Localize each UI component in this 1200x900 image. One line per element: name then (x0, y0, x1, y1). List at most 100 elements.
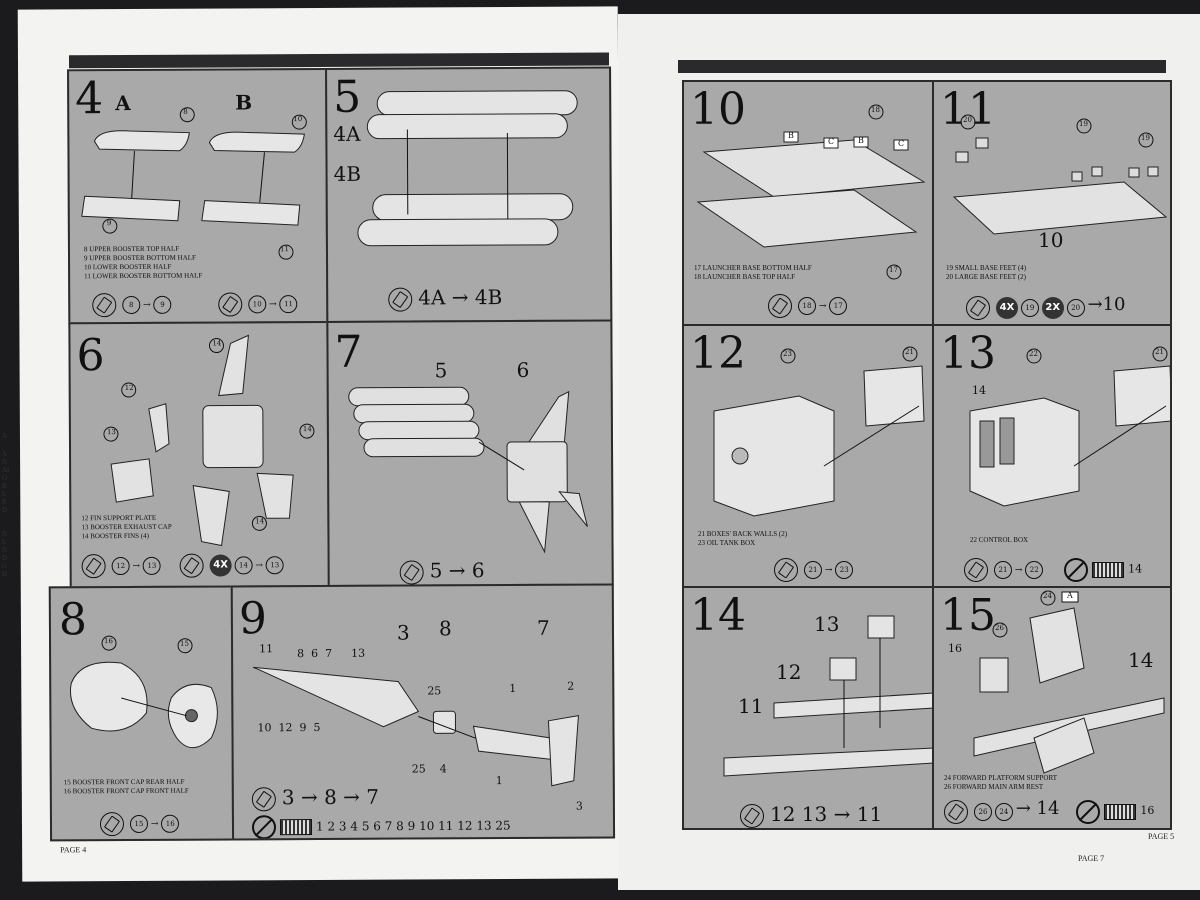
tag-b: B (788, 131, 794, 140)
glue-icon (81, 554, 106, 579)
callout-19b: 19 (1141, 134, 1150, 142)
callout-26: 26 (995, 624, 1004, 632)
step-8-panel: 8 16 15 15 BOOSTER FRONT CAP REAR HALF 1… (48, 585, 235, 842)
part-label-8b: 8 (438, 616, 452, 641)
step-number: 14 (690, 590, 746, 641)
part-label-3: 3 (396, 620, 410, 645)
glue-icon (966, 295, 990, 320)
parts-legend: 24 FORWARD PLATFORM SUPPORT 26 FORWARD M… (944, 774, 1057, 791)
right-instruction-page: 10 B C B C 18 17 17 LAUNCHER BASE BOTTOM… (618, 14, 1200, 890)
callout-14b: 13 (106, 428, 116, 437)
step-5-panel: 5 4A 4B 4A → 4B (325, 66, 613, 323)
step-9-panel: 9 11 8 6 7 13 3 8 7 25 1 2 10 12 9 5 25 … (230, 583, 616, 841)
tag-c: C (828, 137, 835, 146)
glue-icon (251, 786, 276, 811)
step-13-panel: 13 14 22 21 22 CONTROL BOX 21 → 22 14 (932, 324, 1172, 588)
no-glue-icon (1064, 558, 1089, 582)
part-label-7: 7 (325, 646, 333, 660)
page-number-bottom: PAGE 7 (1078, 854, 1105, 863)
no-glue-icon (251, 815, 277, 840)
booster-halves-drawing (81, 107, 307, 260)
assembly-flow: 4A → 4B (388, 285, 502, 312)
launcher-assembly-drawing (723, 615, 932, 777)
big-label-10: 10 (1038, 228, 1064, 252)
glue-icon (740, 803, 764, 828)
multiplier-badge: 4X (209, 554, 232, 577)
callout-24: 24 (1043, 592, 1052, 600)
part-label-25: 25 (427, 684, 442, 698)
tag-c2: C (898, 139, 905, 148)
step-number: 13 (940, 328, 996, 379)
step-number: 12 (690, 328, 746, 379)
decal-icon (1092, 562, 1125, 578)
booster-assembly-drawing (348, 386, 588, 554)
label-16: 16 (948, 642, 962, 655)
step-6-panel: 6 14 12 13 14 14 12 FIN SUPPORT PLATE 13… (68, 320, 330, 589)
multiplier-badge-4x: 4X (996, 296, 1018, 319)
part-label-1b: 1 (495, 774, 503, 788)
label-11: 11 (738, 694, 764, 718)
step-number: 15 (940, 590, 996, 641)
callout-22: 22 (1029, 350, 1038, 358)
callout-12: 12 (124, 383, 134, 393)
page-number: PAGE 4 (60, 845, 87, 855)
label-14: 14 (972, 384, 986, 397)
step-7-panel: 7 5 6 5 → 6 (326, 319, 614, 587)
parts-legend: 12 FIN SUPPORT PLATE 13 BOOSTER EXHAUST … (81, 513, 172, 541)
part-label-2: 2 (567, 679, 575, 693)
glue-icon (92, 293, 117, 318)
callout-15: 15 (180, 639, 189, 648)
part-label-8: 8 (297, 647, 305, 661)
assembly-flow: 5 → 6 (399, 558, 485, 585)
step-15-panel: 15 16 14 26 24 A 24 FORWARD PLATFORM SUP… (932, 586, 1172, 830)
label-13: 13 (814, 612, 840, 636)
part-label-1: 1 (509, 681, 517, 696)
multiplier-badge-2x: 2X (1041, 296, 1064, 319)
glue-icon (399, 559, 424, 585)
glue-icon (964, 558, 988, 582)
part-labels-mid: 10 12 9 5 (257, 721, 321, 735)
label-14: 14 (1128, 648, 1154, 672)
step-10-panel: 10 B C B C 18 17 17 LAUNCHER BASE BOTTOM… (682, 80, 934, 326)
glue-icon (944, 799, 968, 824)
decal-icon (1104, 803, 1137, 820)
base-feet-drawing (952, 114, 1168, 235)
decal-icon (279, 819, 313, 836)
assembly-flow: 12 13 → 11 (740, 802, 882, 828)
callout-20: 20 (963, 116, 972, 124)
callout-8: 8 (183, 107, 188, 116)
parts-legend: 17 LAUNCHER BASE BOTTOM HALF 18 LAUNCHER… (694, 264, 812, 281)
callout-21: 21 (905, 348, 914, 356)
booster-fins-drawing (103, 334, 315, 547)
control-box-drawing (969, 346, 1170, 507)
step-12-panel: 12 23 21 21 BOXES' BACK WALLS (2) 23 OIL… (682, 324, 934, 588)
part-label-13: 13 (351, 646, 366, 660)
step-number: 11 (940, 84, 996, 135)
part-label-3b: 3 (575, 799, 583, 813)
assembly-flow: 18 → 17 (768, 294, 848, 318)
callout-17: 17 (889, 266, 898, 274)
assembly-flow-b: 4X 14 → 13 (179, 553, 284, 578)
assembly-flow: 4X 19 2X 20 →10 (966, 294, 1126, 320)
assembly-flow-b: 10 → 11 (218, 292, 298, 317)
parts-legend: 8 UPPER BOOSTER TOP HALF 9 UPPER BOOSTER… (83, 244, 203, 281)
callout-9: 9 (106, 219, 112, 228)
glue-icon (774, 558, 798, 582)
callout-21: 21 (1155, 348, 1164, 356)
callout-11: 11 (279, 245, 289, 254)
oil-tank-box-drawing (713, 346, 925, 517)
assembly-flow: 21 → 22 14 (964, 558, 1142, 582)
tag-b2: B (858, 136, 864, 145)
assembly-flow-a: 12 → 13 (81, 554, 161, 579)
page-number: PAGE 5 (1148, 832, 1175, 841)
step-number: 10 (690, 84, 746, 135)
glue-icon (179, 553, 204, 578)
part-label-4: 4 (439, 762, 447, 776)
assembly-flow: 21 → 23 (774, 558, 854, 582)
callout-23: 23 (783, 350, 792, 358)
callout-14c: 14 (255, 517, 265, 526)
callout-18: 18 (871, 106, 880, 114)
assembly-flow-a: 8 → 9 (92, 293, 172, 318)
missile-assembly-drawing (252, 666, 579, 787)
step-11-panel: 11 20 19 19 10 19 SMALL BASE FEET (4) 20… (932, 80, 1172, 326)
